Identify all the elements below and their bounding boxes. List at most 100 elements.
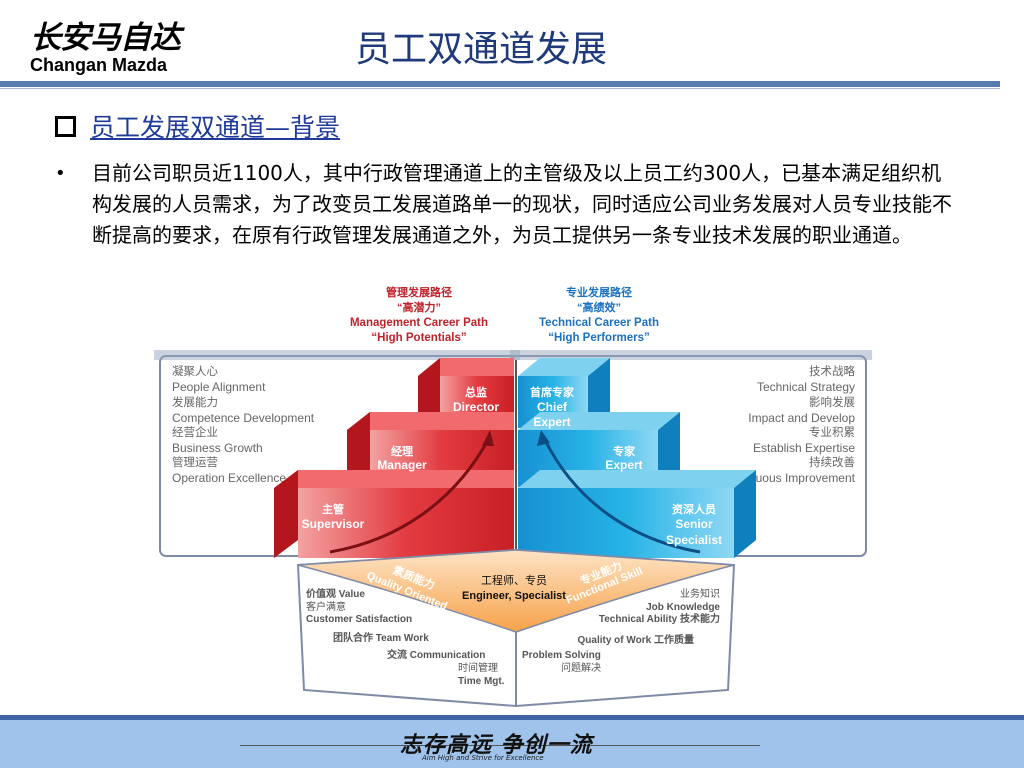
slide-title: 员工双通道发展 (355, 29, 608, 70)
engineer-label-cn: 工程师、专员 (481, 573, 547, 587)
right-panel-shadow (510, 350, 872, 360)
tech-header-line: “High Performers” (548, 332, 650, 344)
left-panel-line: 凝聚人心 (172, 364, 218, 378)
left-panel-shadow (154, 350, 520, 360)
footer-thin-rule (240, 745, 760, 746)
senior-specialist-block-side (734, 470, 756, 558)
director-label-cn: 总监 (465, 385, 487, 399)
base-left-item: Customer Satisfaction (306, 614, 412, 625)
left-panel-line: People Alignment (172, 380, 266, 394)
tech-level-labels: 首席专家 Chief Expert 专家 Expert 资深人员 Senior … (530, 385, 722, 547)
bullet-text: 目前公司职员近1100人，其中行政管理通道上的主管级及以上员工约300人，已基本… (92, 161, 952, 247)
base-right-items: 业务知识 Job Knowledge Technical Ability 技术能… (578, 587, 721, 646)
mgmt-header-line: 管理发展路径 (386, 285, 452, 299)
supervisor-label-en: Supervisor (302, 517, 365, 531)
mgmt-staircase (274, 358, 514, 558)
base-left-item: 时间管理 (458, 661, 498, 674)
base-right-item: Quality of Work 工作质量 (578, 633, 695, 646)
mgmt-level-labels: 总监 Director 经理 Manager 主管 Supervisor (302, 385, 500, 531)
right-panel-line: Impact and Develop (748, 411, 855, 425)
bullet-dot-icon: • (55, 163, 66, 184)
manager-label-en: Manager (377, 458, 427, 472)
footer-slogan-en: Aim High and Strive for Excellence (422, 754, 544, 762)
chief-expert-label-cn: 首席专家 (530, 385, 575, 399)
manager-block-top (347, 412, 514, 430)
senior-specialist-block-top (518, 470, 756, 488)
base-right-item: Problem Solving (522, 650, 601, 661)
tech-growth-arrow (543, 439, 701, 554)
base-left-item: 团队合作 Team Work (333, 631, 429, 644)
checkbox-square-icon (55, 115, 76, 137)
mgmt-growth-arrow (329, 439, 490, 554)
base-right-item: Job Knowledge (646, 602, 720, 613)
director-block-top (418, 358, 514, 376)
expert-label-en: Expert (605, 458, 642, 472)
left-panel-line: Operation Excellence (172, 471, 286, 485)
expert-block-side (658, 412, 680, 487)
base-left-item: 价值观 Value (306, 587, 365, 600)
mgmt-header-line: Management Career Path (350, 317, 488, 329)
left-panel-line: Competence Development (172, 411, 315, 425)
header-rule (0, 81, 1000, 87)
tech-header-line: “高绩效” (577, 300, 621, 314)
header-rule-thin (0, 88, 1000, 89)
senior-specialist-block (518, 488, 734, 558)
right-panel-text: 技术战略 Technical Strategy 影响发展 Impact and … (721, 364, 856, 485)
base-left-item: Time Mgt. (458, 676, 505, 687)
senior-specialist-label-en1: Senior (675, 517, 713, 531)
chief-expert-label-en1: Chief (537, 400, 568, 414)
manager-label-cn: 经理 (391, 444, 413, 458)
director-block-side (418, 358, 440, 428)
base-right-item: 业务知识 (680, 587, 720, 600)
tech-arrowhead-icon (537, 430, 550, 446)
chief-expert-block-side (588, 358, 610, 428)
mgmt-header-line: “高潜力” (397, 300, 441, 314)
base-fan (297, 549, 735, 633)
chief-expert-label-en2: Expert (533, 415, 570, 429)
right-panel-line: Establish Expertise (753, 441, 855, 455)
engineer-label-en: Engineer, Specialist (462, 590, 566, 602)
tech-staircase (518, 358, 756, 558)
supervisor-block (298, 488, 514, 558)
tech-header-line: Technical Career Path (539, 317, 659, 329)
tech-header-line: 专业发展路径 (566, 285, 632, 299)
chief-expert-block-top (518, 358, 610, 376)
logo-chinese: 长安马自达 (30, 20, 181, 56)
base-left-items: 价值观 Value 客户满意 Customer Satisfaction 团队合… (306, 587, 505, 687)
supervisor-block-top (274, 470, 514, 488)
senior-specialist-label-en2: Specialist (666, 533, 722, 547)
section-heading-text: 员工发展双通道—背景 (90, 113, 341, 142)
right-panel-line: 持续改善 (809, 455, 855, 469)
footer-top-rule (0, 715, 1024, 720)
base-left-item: 交流 Communication (387, 648, 485, 661)
base-right-item: Technical Ability 技术能力 (599, 612, 720, 625)
senior-specialist-label-cn: 资深人员 (672, 502, 716, 516)
base-center-label: 工程师、专员 Engineer, Specialist (462, 573, 566, 602)
section-heading: 员工发展双通道—背景 (55, 108, 340, 144)
director-label-en: Director (453, 400, 499, 414)
mgmt-path-header: 管理发展路径 “高潜力” Management Career Path “Hig… (350, 285, 488, 344)
footer-band: 志存高远 争创一流 Aim High and Strive for Excell… (0, 715, 1024, 768)
mgmt-header-line: “High Potentials” (371, 332, 466, 344)
base-right-lower-items: Problem Solving 问题解决 (522, 650, 601, 674)
expert-block-top (518, 412, 680, 430)
mgmt-arrowhead-icon (482, 430, 494, 446)
logo-english: Changan Mazda (30, 55, 168, 75)
left-panel-line: Business Growth (172, 441, 263, 455)
supervisor-block-side (274, 470, 298, 558)
right-panel-line: 影响发展 (809, 395, 855, 409)
left-panel-line: 经营企业 (172, 425, 218, 439)
left-panel-line: 发展能力 (172, 395, 218, 409)
base-right-item: 问题解决 (561, 661, 601, 674)
dual-career-diagram: 凝聚人心 People Alignment 发展能力 Competence De… (154, 285, 872, 708)
footer-slogan: 志存高远 争创一流 (400, 733, 593, 758)
left-panel-text: 凝聚人心 People Alignment 发展能力 Competence De… (172, 364, 315, 485)
manager-block-side (347, 412, 370, 487)
left-panel-line: 管理运营 (172, 455, 218, 469)
expert-label-cn: 专家 (613, 444, 636, 458)
right-panel-line: 专业积累 (809, 425, 855, 439)
right-panel-line: 技术战略 (809, 364, 855, 378)
supervisor-label-cn: 主管 (322, 502, 344, 516)
tech-path-header: 专业发展路径 “高绩效” Technical Career Path “High… (539, 285, 659, 344)
base-left-item: 客户满意 (306, 600, 346, 613)
